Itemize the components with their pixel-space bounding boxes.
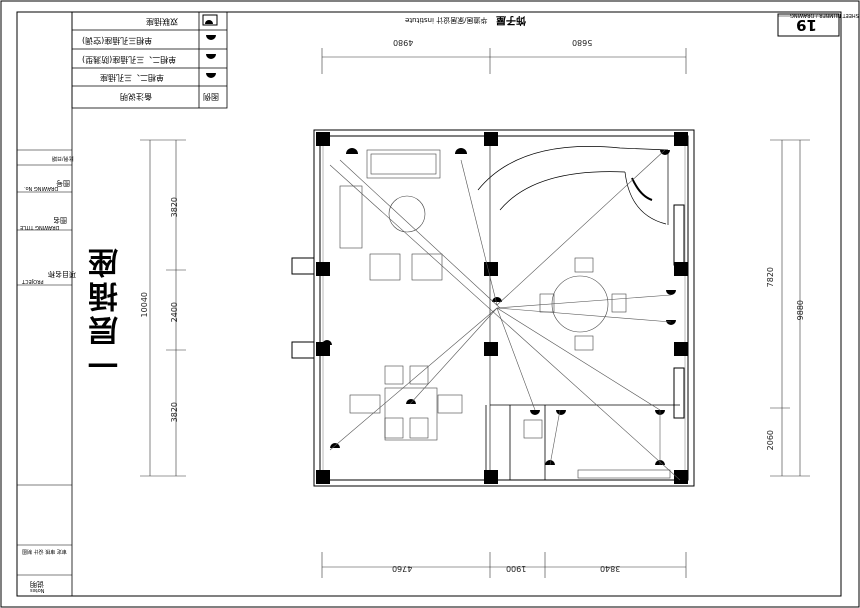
dim-bottom-2: 1900 bbox=[506, 564, 527, 573]
sheet-number-box bbox=[777, 13, 840, 37]
dim-right-total-text: 9880 bbox=[796, 300, 805, 321]
legend-header-symbol: 图例 bbox=[203, 92, 219, 101]
sheet-number: 19 bbox=[796, 16, 817, 34]
tb-number-label: 图号 bbox=[56, 179, 70, 187]
dim-left-2: 2400 bbox=[170, 300, 179, 322]
legend-row-desc: 单相二、三孔插座(防溅型) bbox=[82, 55, 177, 64]
stair-arrow bbox=[631, 177, 653, 201]
dim-right-total: 9880 bbox=[796, 298, 805, 320]
drawing-title: 一层插座 bbox=[85, 240, 129, 380]
dim-right-1-text: 7820 bbox=[766, 267, 775, 288]
wiring bbox=[329, 149, 681, 481]
dim-right-2: 2060 bbox=[766, 428, 775, 450]
tb-project-label: 项目名称 bbox=[48, 270, 76, 278]
ac-socket-icon bbox=[206, 35, 216, 40]
sockets bbox=[322, 148, 676, 465]
dim-bottom-3: 3840 bbox=[600, 564, 621, 573]
double-socket-icon-fill bbox=[205, 20, 213, 24]
dim-right-1: 7820 bbox=[766, 265, 775, 287]
tb-project-en: PROJECT bbox=[22, 278, 44, 284]
dim-top-1: 4980 bbox=[393, 38, 414, 47]
walls bbox=[291, 129, 695, 487]
legend-table bbox=[71, 11, 228, 109]
dim-left-total-text: 10040 bbox=[140, 292, 149, 318]
staircase bbox=[477, 146, 669, 225]
header-brand: 饰子屋 bbox=[496, 14, 526, 25]
legend-header-desc: 备注说明 bbox=[120, 92, 152, 101]
tb-sign-label: 审定 审核 设计 制图 bbox=[22, 548, 67, 554]
dim-left-2-text: 2400 bbox=[170, 302, 179, 323]
dim-left-3-text: 3820 bbox=[170, 402, 179, 423]
splash-socket-icon bbox=[206, 54, 216, 59]
drawing-title-text: 一层插座 bbox=[89, 244, 124, 380]
legend-symbols bbox=[202, 14, 218, 78]
tb-number-en: DRAWING No. bbox=[24, 185, 59, 191]
dim-right-2-text: 2060 bbox=[766, 430, 775, 451]
dim-left-1-text: 3820 bbox=[170, 197, 179, 218]
dim-top-2: 5680 bbox=[572, 38, 593, 47]
double-socket-icon bbox=[202, 14, 218, 26]
header-company: 华道居/家居设计 institute bbox=[405, 16, 488, 24]
columns bbox=[316, 132, 688, 484]
tb-scale-label: 比例/日期 bbox=[52, 155, 74, 161]
socket-icon bbox=[206, 73, 216, 78]
dim-bottom-1: 4760 bbox=[392, 564, 413, 573]
dim-left-total: 10040 bbox=[140, 290, 149, 317]
legend-row-desc: 单相三孔插座(空调) bbox=[82, 36, 153, 45]
tb-drawing-label: 图名 bbox=[53, 216, 67, 224]
legend-row-desc: 双联插座 bbox=[146, 17, 178, 26]
tb-notes-label: 说明 bbox=[30, 580, 44, 588]
dim-left-3: 3820 bbox=[170, 400, 179, 422]
inner-border bbox=[16, 11, 842, 597]
furniture bbox=[339, 149, 671, 479]
legend-row-desc: 单相二、三孔插座 bbox=[100, 73, 164, 82]
dim-left-1: 3820 bbox=[170, 195, 179, 217]
sheet-number-caption: SHEET NUMBER / DRAWING bbox=[790, 12, 859, 18]
dimension-lines bbox=[140, 48, 810, 578]
